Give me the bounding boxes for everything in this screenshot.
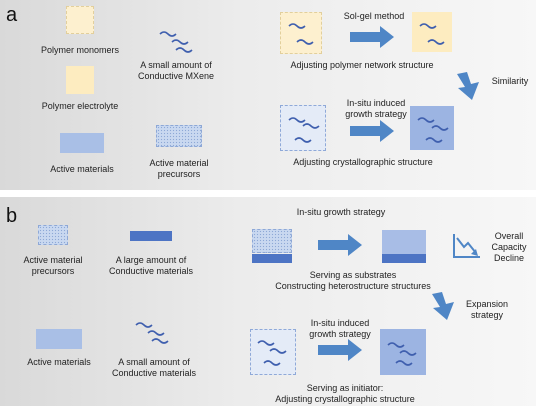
hetero-end-layer	[382, 230, 426, 254]
precursors-label-line2: precursors	[157, 169, 201, 179]
polymer-electrolyte-box	[66, 66, 94, 94]
b-in-situ-induced-line1: In-situ induced	[310, 318, 370, 328]
b-small-conductive-line2: Conductive materials	[111, 368, 197, 378]
active-material-precursors-box	[156, 125, 202, 147]
mxene-wave-icon	[417, 117, 449, 143]
in-situ-induced-line1: In-situ induced	[346, 98, 406, 108]
active-materials-label: Active materials	[50, 164, 114, 174]
polymer-network-end-box	[412, 12, 452, 52]
serving-substrates-line1: Serving as substrates	[309, 270, 397, 280]
crystallographic-start-box	[280, 105, 326, 151]
large-conductive-line2: Conductive materials	[108, 266, 194, 276]
b-active-materials-label: Active materials	[27, 357, 91, 367]
serving-initiator-line2: Adjusting crystallographic structure	[275, 394, 415, 404]
expansion-line2: strategy	[470, 310, 503, 320]
in-situ-induced-line2: growth strategy	[345, 109, 407, 119]
down-arrow-icon	[432, 292, 454, 320]
hetero-start-precursor	[252, 229, 292, 253]
expansion-line1: Expansion	[465, 299, 509, 309]
active-materials-box	[60, 133, 104, 153]
serving-substrates-line2: Constructing heterostructure structures	[275, 281, 431, 291]
hetero-end-substrate	[382, 254, 426, 263]
large-conductive-bar	[130, 231, 172, 241]
b-precursors-line1: Active material	[23, 255, 83, 265]
precursors-label-line1: Active material	[149, 158, 209, 168]
right-arrow-icon	[350, 120, 394, 142]
overall-label: Overall	[494, 231, 524, 241]
initiator-start-box	[250, 329, 296, 375]
panel-a: a Polymer monomers A small amount of Con…	[0, 0, 536, 190]
b-in-situ-induced-line2: growth strategy	[309, 329, 371, 339]
panel-b-label: b	[6, 205, 18, 227]
decline-label: Decline	[493, 253, 524, 263]
b-active-materials-box	[36, 329, 82, 349]
mxene-wave-icon	[135, 322, 169, 344]
initiator-end-box	[380, 329, 426, 375]
mxene-wave-icon	[159, 31, 193, 53]
panel-a-label: a	[6, 4, 18, 26]
hetero-start-substrate	[252, 254, 292, 263]
mxene-wave-icon	[288, 117, 320, 143]
mxene-wave-icon	[419, 23, 445, 45]
right-arrow-icon	[318, 234, 362, 256]
panel-b: b Active material precursors A large amo…	[0, 197, 536, 406]
large-conductive-line1: A large amount of	[115, 255, 187, 265]
polymer-electrolyte-label: Polymer electrolyte	[41, 101, 119, 111]
small-mxene-line2: Conductive MXene	[137, 71, 215, 81]
serving-initiator-line1: Serving as initiator:	[306, 383, 384, 393]
down-arrow-icon	[457, 72, 479, 100]
precursors-box	[38, 225, 68, 245]
similarity-label: Similarity	[491, 76, 529, 86]
b-precursors-line2: precursors	[31, 266, 75, 276]
in-situ-growth-label: In-situ growth strategy	[296, 207, 386, 217]
b-small-conductive-line1: A small amount of	[118, 357, 190, 367]
adjusting-polymer-label: Adjusting polymer network structure	[290, 60, 434, 70]
right-arrow-icon	[350, 26, 394, 48]
polymer-monomers-label: Polymer monomers	[40, 45, 120, 55]
small-mxene-line1: A small amount of	[140, 60, 212, 70]
capacity-label: Capacity	[491, 242, 527, 252]
adjusting-crystallographic-label: Adjusting crystallographic structure	[293, 157, 433, 167]
mxene-wave-icon	[387, 342, 417, 366]
capacity-decline-icon	[453, 234, 480, 258]
polymer-monomers-box	[66, 6, 94, 34]
mxene-wave-icon	[288, 23, 314, 45]
right-arrow-icon	[318, 339, 362, 361]
mxene-wave-icon	[257, 340, 287, 366]
sol-gel-label: Sol-gel method	[343, 11, 405, 21]
polymer-network-start-box	[280, 12, 322, 54]
